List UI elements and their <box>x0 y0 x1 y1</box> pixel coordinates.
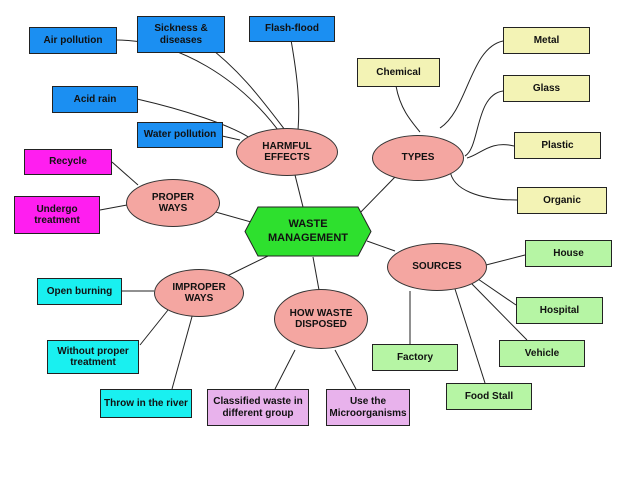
leaf-without-line1: Without proper <box>57 345 129 357</box>
link-center-types <box>355 176 396 218</box>
link-disposed-use <box>334 349 357 390</box>
leaf-without-line2: treatment <box>70 357 116 368</box>
leaf-organic: Organic <box>517 187 607 214</box>
node-proper-ways: PROPER WAYS <box>126 179 220 227</box>
leaf-house: House <box>525 240 612 267</box>
leaf-undergo-line2: treatment <box>34 215 80 226</box>
leaf-recycle: Recycle <box>24 149 112 175</box>
leaf-throw-in-the-river: Throw in the river <box>100 389 192 418</box>
leaf-undergo-treatment: Undergo treatment <box>14 196 100 234</box>
link-sources-house <box>485 254 526 266</box>
node-proper-line2: WAYS <box>158 203 188 214</box>
leaf-vehicle-label: Vehicle <box>524 347 560 359</box>
link-harmful-flash <box>290 39 300 131</box>
leaf-flash-flood: Flash-flood <box>249 16 335 42</box>
leaf-open-burning-label: Open burning <box>46 285 113 297</box>
node-sources-label: SOURCES <box>412 261 462 273</box>
node-improper-ways: IMPROPER WAYS <box>154 269 244 317</box>
leaf-classified-line1: Classified waste in <box>213 396 303 407</box>
leaf-hospital-label: Hospital <box>539 304 580 316</box>
center-label: WASTE MANAGEMENT <box>268 218 348 246</box>
leaf-food-stall-label: Food Stall <box>464 390 514 402</box>
link-proper-undergo <box>99 204 128 211</box>
leaf-flash-flood-label: Flash-flood <box>265 23 319 35</box>
leaf-water-pollution-label: Water pollution <box>143 129 217 141</box>
leaf-food-stall: Food Stall <box>446 383 532 410</box>
link-disposed-classified <box>274 349 296 390</box>
leaf-metal: Metal <box>503 27 590 54</box>
leaf-recycle-label: Recycle <box>49 156 87 168</box>
leaf-classified-line2: different group <box>222 407 294 419</box>
node-sources: SOURCES <box>387 243 487 291</box>
leaf-acid-rain: Acid rain <box>52 86 138 113</box>
link-center-sources <box>366 240 396 252</box>
leaf-use-line1: Use the <box>349 396 387 407</box>
leaf-water-pollution: Water pollution <box>137 122 223 148</box>
center-label-line2: MANAGEMENT <box>267 231 349 244</box>
leaf-undergo-line1: Undergo <box>36 203 78 215</box>
leaf-open-burning: Open burning <box>37 278 122 305</box>
leaf-plastic-label: Plastic <box>541 139 574 151</box>
node-harmful-line1: HARMFUL <box>262 140 312 152</box>
node-how-waste-disposed: HOW WASTE DISPOSED <box>274 289 368 349</box>
link-types-plastic <box>466 144 515 159</box>
link-center-improper <box>224 253 273 278</box>
leaf-metal-label: Metal <box>533 34 560 46</box>
waste-management-center: WASTE MANAGEMENT <box>244 206 372 257</box>
node-types-label: TYPES <box>401 152 435 164</box>
leaf-acid-rain-label: Acid rain <box>73 93 117 105</box>
leaf-chemical-label: Chemical <box>376 66 421 78</box>
leaf-without-proper-treatment: Without proper treatment <box>47 340 139 374</box>
link-harmful-acid <box>136 98 251 139</box>
leaf-glass: Glass <box>503 75 590 102</box>
link-improper-without <box>139 309 169 346</box>
node-harmful-effects: HARMFUL EFFECTS <box>236 128 338 176</box>
node-improper-line2: WAYS <box>184 293 214 304</box>
leaf-chemical: Chemical <box>357 58 440 87</box>
leaf-throw-river-label: Throw in the river <box>104 397 188 409</box>
link-sources-foodstall <box>454 288 486 384</box>
node-harmful-line2: EFFECTS <box>264 152 310 163</box>
leaf-glass-label: Glass <box>532 82 561 94</box>
link-center-harmful <box>294 174 304 208</box>
link-harmful-water <box>221 135 241 141</box>
link-types-organic <box>449 169 518 201</box>
leaf-sickness-line2: diseases <box>159 34 203 46</box>
link-types-metal <box>439 40 504 129</box>
leaf-air-pollution-label: Air pollution <box>43 34 103 46</box>
leaf-factory: Factory <box>372 344 458 371</box>
center-label-line1: WASTE <box>288 217 328 230</box>
node-disposed-line2: DISPOSED <box>295 319 347 330</box>
link-harmful-sickness <box>204 43 286 131</box>
leaf-air-pollution: Air pollution <box>29 27 117 54</box>
node-improper-line1: IMPROPER <box>172 281 226 293</box>
link-sources-vehicle <box>471 283 528 341</box>
link-sources-hospital <box>477 278 517 306</box>
leaf-hospital: Hospital <box>516 297 603 324</box>
node-types: TYPES <box>372 135 464 181</box>
leaf-organic-label: Organic <box>543 194 581 206</box>
leaf-factory-label: Factory <box>396 351 434 363</box>
leaf-sickness-line1: Sickness & <box>154 23 208 34</box>
leaf-use-the-microorganisms: Use the Microorganisms <box>326 389 410 426</box>
leaf-plastic: Plastic <box>514 132 601 159</box>
leaf-house-label: House <box>553 247 584 259</box>
leaf-vehicle: Vehicle <box>499 340 585 367</box>
center-hexagon-shape <box>244 206 372 257</box>
link-proper-recycle <box>111 161 139 186</box>
link-types-glass <box>464 90 504 157</box>
link-types-chemical <box>395 85 421 133</box>
link-harmful-air <box>115 39 279 131</box>
leaf-use-line2: Microorganisms <box>329 407 407 419</box>
link-center-disposed <box>312 256 320 291</box>
link-improper-throw <box>171 312 194 390</box>
leaf-classified-waste: Classified waste in different group <box>207 389 309 426</box>
node-disposed-line1: HOW WASTE <box>289 307 353 319</box>
node-proper-line1: PROPER <box>151 191 195 203</box>
leaf-sickness-diseases: Sickness & diseases <box>137 16 225 53</box>
